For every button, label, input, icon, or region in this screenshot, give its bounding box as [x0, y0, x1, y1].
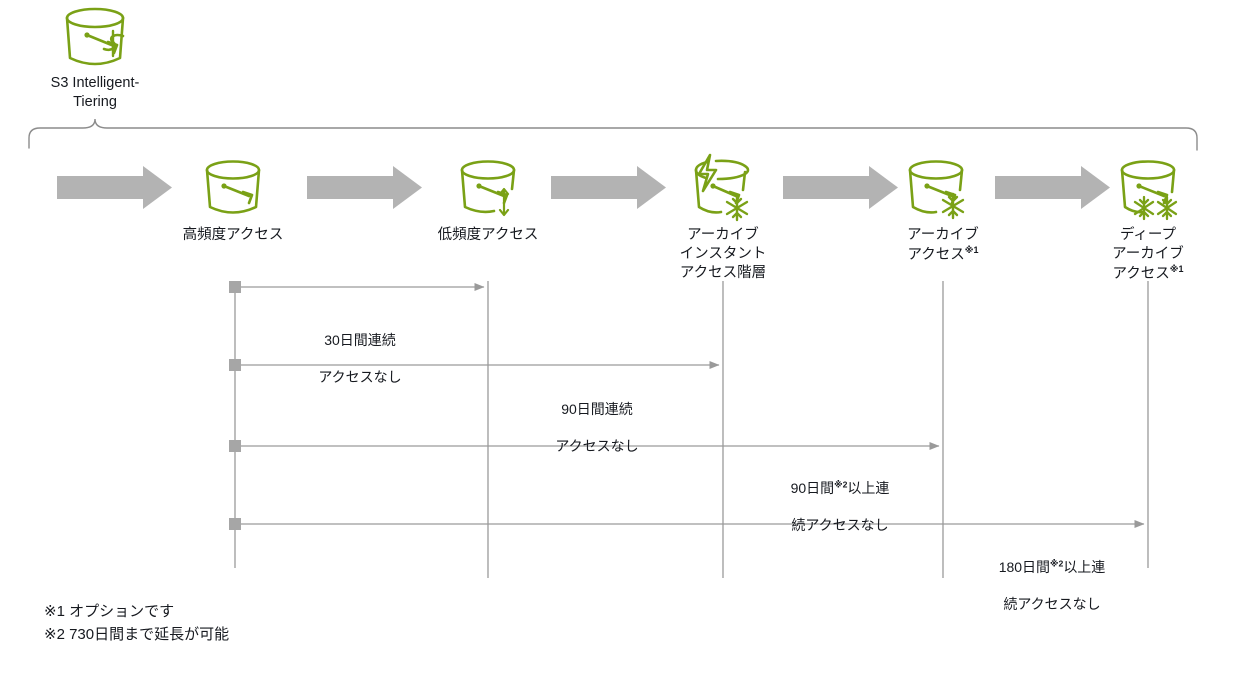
- s3-bucket-arrows-icon: [460, 160, 516, 217]
- transition-label-180-days-plus-line1-post: 以上連: [1063, 559, 1106, 576]
- transition-label-90-days-line1: 90日間連続: [561, 401, 633, 418]
- tier-label-deep-archive-access: ディープ アーカイブ アクセス※1: [1053, 226, 1243, 284]
- tier-label-infrequent-access: 低頻度アクセス: [437, 227, 539, 243]
- s3-intelligent-tiering-icon: [65, 7, 125, 66]
- transition-label-30-days: 30日間連続 アクセスなし: [245, 313, 475, 387]
- tier-label-archive-access: アーカイブ アクセス※1: [848, 226, 1038, 265]
- tier-label-archive-access-footnote-ref: ※1: [964, 245, 979, 256]
- transition-label-90-days-plus-footnote-ref: ※2: [834, 479, 848, 490]
- transition-label-90-days-line2: アクセスなし: [555, 438, 639, 455]
- intelligent-tiering-title: S3 Intelligent- Tiering: [50, 75, 140, 110]
- s3-bucket-bolt-snowflake-icon: [694, 153, 750, 222]
- footnote-1: ※1 オプションです: [44, 603, 175, 620]
- transition-label-180-days-plus-line1-pre: 180日間: [998, 559, 1051, 576]
- tier-label-deep-archive-access-footnote-ref: ※1: [1169, 264, 1184, 275]
- tier-label-archive-instant-access: アーカイブ インスタント アクセス階層: [679, 227, 767, 282]
- footnote-2: ※2 730日間まで延長が可能: [44, 626, 230, 644]
- transition-arrows: [235, 283, 1145, 528]
- transition-label-90-days-plus-line1-post: 以上連: [847, 480, 890, 497]
- tier-label-frequent-access: 高頻度アクセス: [182, 227, 284, 243]
- flow-arrow-5: [995, 166, 1110, 209]
- tier-label-deep-archive-access-text: ディープ アーカイブ アクセス: [1112, 227, 1184, 283]
- transition-label-90-days-plus: 90日間※2以上連 続アクセスなし: [725, 461, 955, 535]
- flow-arrow-4: [783, 166, 898, 209]
- tier-label-archive-access-text: アーカイブ アクセス: [907, 227, 979, 263]
- transition-label-180-days-plus-line2: 続アクセスなし: [1003, 596, 1101, 613]
- scope-brace: [28, 118, 1198, 151]
- transition-label-30-days-line1: 30日間連続: [324, 332, 396, 349]
- transition-label-90-days-plus-line2: 続アクセスなし: [791, 517, 889, 534]
- transition-label-90-days-plus-line1-pre: 90日間: [790, 480, 835, 497]
- transition-label-180-days-plus: 180日間※2以上連 続アクセスなし: [937, 540, 1167, 614]
- flow-arrows: [57, 166, 1110, 209]
- flow-arrow-3: [551, 166, 666, 209]
- s3-bucket-snowflake-icon: [908, 160, 965, 220]
- transition-origin-markers: [229, 281, 241, 530]
- transition-label-180-days-plus-footnote-ref: ※2: [1050, 558, 1064, 569]
- s3-bucket-icon: [205, 160, 261, 214]
- s3-bucket-double-snowflake-icon: [1120, 160, 1178, 221]
- transition-label-30-days-line2: アクセスなし: [318, 369, 402, 386]
- flow-arrow-1: [57, 166, 172, 209]
- footnotes: ※1 オプションです ※2 730日間まで延長が可能: [44, 600, 229, 647]
- transition-label-90-days: 90日間連続 アクセスなし: [482, 382, 712, 456]
- flow-arrow-2: [307, 166, 422, 209]
